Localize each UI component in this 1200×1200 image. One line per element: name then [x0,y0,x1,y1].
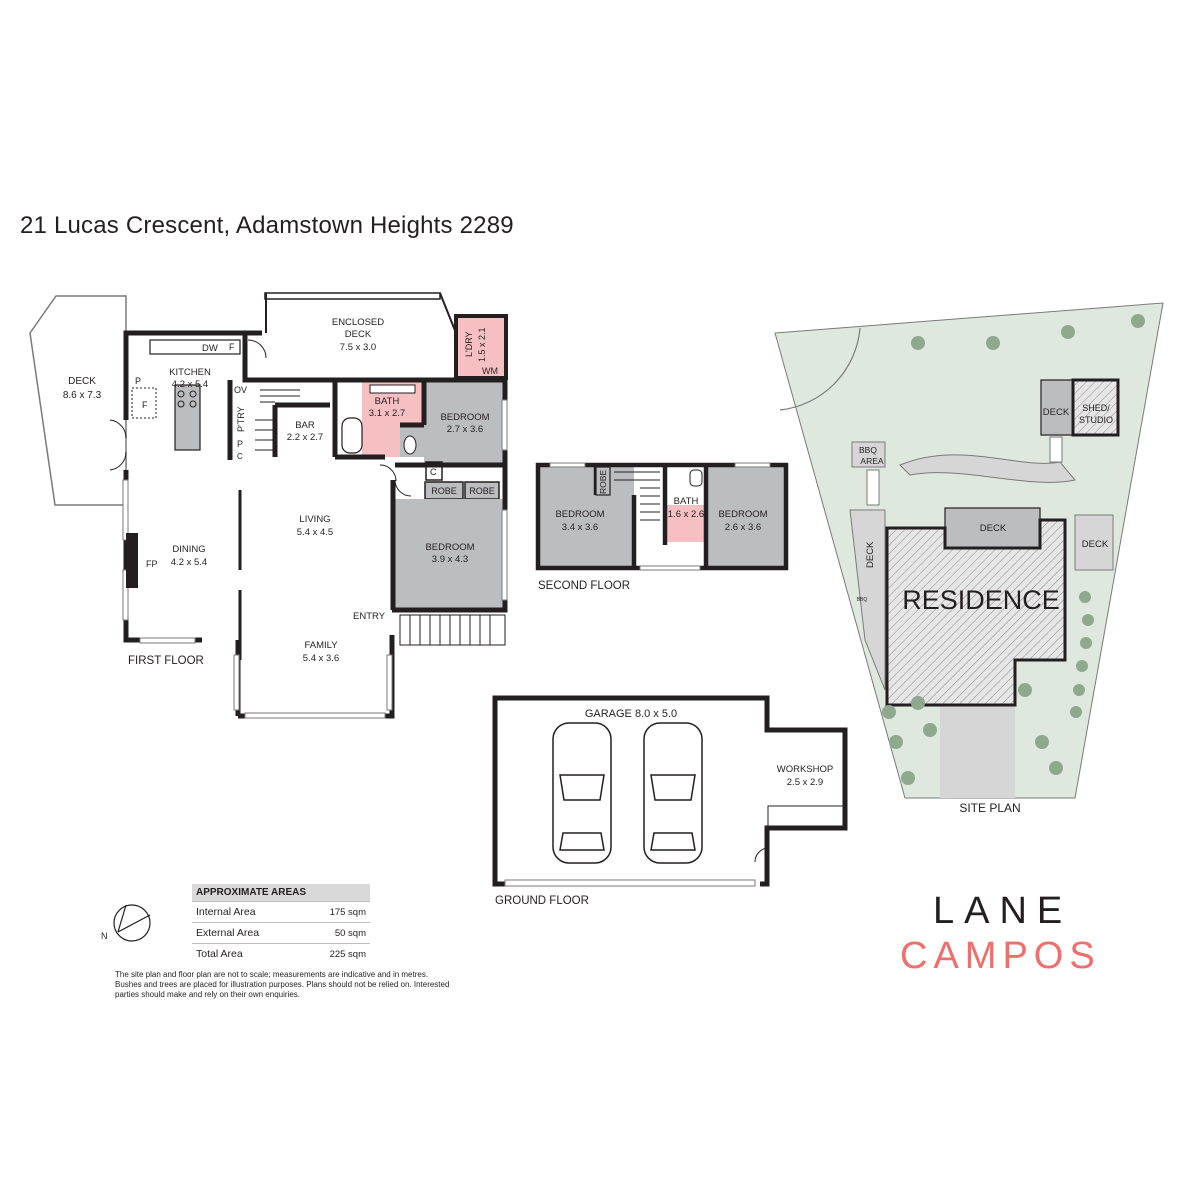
svg-text:F: F [229,342,235,352]
enclosed-deck-railing [264,292,441,300]
agency-logo-line1: LANE [933,890,1073,932]
svg-text:DINING: DINING [172,544,205,555]
svg-text:FAMILY: FAMILY [304,640,338,651]
second-floor-plan: ROBE BEDROOM 3.4 x 3.6 BATH 1.6 x 2.6 BE… [535,462,789,592]
svg-text:5.4 x 3.6: 5.4 x 3.6 [303,653,339,664]
svg-text:STUDIO: STUDIO [1079,415,1113,425]
laundry-room [454,314,508,380]
svg-text:KITCHEN: KITCHEN [169,367,211,378]
svg-text:DECK: DECK [345,329,372,340]
site-plan-label: SITE PLAN [959,801,1020,815]
svg-text:BATH: BATH [674,496,699,507]
deck-label: DECK [68,376,96,387]
svg-text:LIVING: LIVING [299,514,330,525]
svg-text:BBQ: BBQ [857,597,868,603]
svg-text:BATH: BATH [375,396,400,407]
car-1 [552,722,612,864]
svg-text:C: C [237,452,243,461]
deck-dims: 8.6 x 7.3 [63,390,102,401]
svg-text:BBQ: BBQ [859,445,877,455]
svg-text:3.9 x 4.3: 3.9 x 4.3 [432,554,468,565]
areas-heading: APPROXIMATE AREAS [192,884,370,902]
svg-text:F: F [142,400,148,410]
residence-footprint [885,518,1067,707]
svg-text:BEDROOM: BEDROOM [718,509,767,520]
fireplace [126,533,138,588]
disclaimer-text: The site plan and floor plan are not to … [115,970,450,999]
entry-steps [399,614,506,646]
svg-text:WM: WM [482,366,498,376]
bedroom-main-room [393,499,503,610]
svg-text:C: C [430,467,437,477]
ground-floor-label: GROUND FLOOR [495,895,589,907]
svg-text:ROBE: ROBE [598,470,608,494]
svg-text:WORKSHOP: WORKSHOP [777,764,833,775]
residence-label: RESIDENCE [902,585,1060,615]
svg-text:3.1 x 2.7: 3.1 x 2.7 [369,408,405,419]
property-address: 21 Lucas Crescent, Adamstown Heights 228… [20,212,514,239]
svg-text:1.6 x 2.6: 1.6 x 2.6 [668,509,704,520]
site-trees [882,314,1145,785]
svg-text:BEDROOM: BEDROOM [555,509,604,520]
north-compass: N [101,904,151,942]
svg-text:L'DRY: L'DRY [464,331,474,357]
svg-text:BAR: BAR [295,420,315,431]
svg-text:ROBE: ROBE [431,486,457,496]
svg-text:5.4 x 4.5: 5.4 x 4.5 [297,527,333,538]
north-label: N [101,931,108,941]
second-floor-label: SECOND FLOOR [538,580,630,592]
svg-text:AREA: AREA [860,456,883,466]
first-floor-label: FIRST FLOOR [128,655,204,667]
svg-text:BEDROOM: BEDROOM [440,412,489,423]
svg-text:P: P [135,376,141,386]
svg-text:OV: OV [234,385,247,395]
svg-text:DECK: DECK [1082,539,1109,550]
svg-text:2.5 x 2.9: 2.5 x 2.9 [787,777,823,788]
svg-text:2.6 x 3.6: 2.6 x 3.6 [725,522,761,533]
svg-text:ROBE: ROBE [469,486,495,496]
car-2 [643,722,703,864]
first-floor-stairs [255,389,300,451]
first-floor-plan: DECK 8.6 x 7.3 ENCLOSED DECK 7.5 x 3.0 L… [29,292,508,719]
svg-text:GARAGE 8.0 x 5.0: GARAGE 8.0 x 5.0 [585,708,677,720]
svg-text:DECK: DECK [865,541,876,568]
svg-text:DECK: DECK [1043,407,1070,418]
ground-floor-plan: GARAGE 8.0 x 5.0 WORKSHOP 2.5 x 2.9 GROU… [492,695,848,907]
svg-text:7.5 x 3.0: 7.5 x 3.0 [340,342,376,353]
svg-text:P: P [237,439,243,449]
svg-text:2.7 x 3.6: 2.7 x 3.6 [447,424,483,435]
svg-text:FP: FP [146,559,158,569]
svg-text:ENTRY: ENTRY [353,611,386,622]
svg-text:DW: DW [202,343,218,354]
agency-logo-line2: CAMPOS [900,935,1101,977]
svg-text:P'TRY: P'TRY [236,406,246,432]
svg-text:1.5 x 2.1: 1.5 x 2.1 [477,327,487,362]
svg-text:3.4 x 3.6: 3.4 x 3.6 [562,522,598,533]
svg-text:4.2 x 5.4: 4.2 x 5.4 [172,379,208,390]
site-plan: DECK SHED/ STUDIO BBQ AREA DECK DECK DEC… [774,302,1164,815]
kitchen-counter [149,339,241,355]
svg-text:2.2 x 2.7: 2.2 x 2.7 [287,432,323,443]
svg-text:DECK: DECK [980,523,1007,534]
svg-text:ENCLOSED: ENCLOSED [332,317,384,328]
svg-text:BEDROOM: BEDROOM [425,542,474,553]
svg-text:SHED/: SHED/ [1082,403,1110,413]
svg-text:4.2 x 5.4: 4.2 x 5.4 [171,557,207,568]
